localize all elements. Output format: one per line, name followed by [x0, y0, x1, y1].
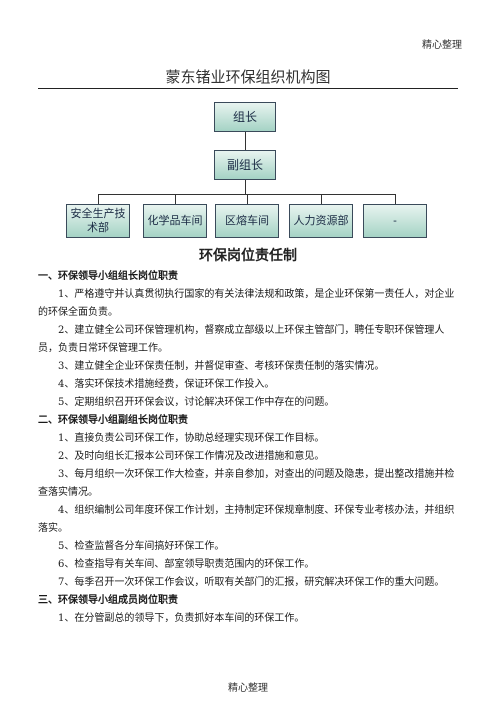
org-chart: 组长 副组长 安全生产技术部 化学品车间 区熔车间 人力资源部 - — [0, 0, 496, 260]
connector-leader-vice — [245, 132, 246, 150]
org-dept-label: 人力资源部 — [293, 214, 349, 228]
list-item: 4、落实环保技术措施经费，保证环保工作投入。 — [58, 379, 275, 390]
org-box-vice-leader: 副组长 — [214, 150, 276, 180]
connector-dept-4 — [321, 194, 322, 204]
connector-bus — [98, 194, 395, 195]
section-heading: 三、环保领导小组成员岗位职责 — [38, 595, 178, 606]
org-vice-leader-label: 副组长 — [226, 157, 263, 172]
list-item: 1、在分管副总的领导下，负责抓好本车间的环保工作。 — [58, 613, 305, 624]
section-heading: 一、环保领导小组组长岗位职责 — [38, 271, 178, 282]
footer-note: 精心整理 — [228, 683, 268, 694]
page-title: 蒙东锗业环保组织机构图 — [165, 68, 331, 86]
document-title: 环保岗位责任制 — [199, 248, 297, 264]
org-box-dept-hr: 人力资源部 — [289, 204, 353, 238]
title-divider — [38, 88, 458, 89]
connector-dept-5 — [395, 194, 396, 204]
list-item: 1、直接负责公司环保工作，协助总经理实现环保工作目标。 — [58, 433, 325, 444]
header-note: 精心整理 — [422, 40, 462, 51]
connector-dept-1 — [98, 194, 99, 204]
connector-vice-bus — [245, 180, 246, 194]
list-item: 7、每季召开一次环保工作会议，听取有关部门的汇报，研究解决环保工作的重大问题。 — [58, 577, 445, 588]
list-item: 5、检查监督各分车间搞好环保工作。 — [58, 541, 225, 552]
org-box-dept-chemical: 化学品车间 — [143, 204, 207, 238]
org-box-dept-blank: - — [363, 204, 427, 238]
document-body: 一、环保领导小组组长岗位职责 1、严格遵守并认真贯彻执行国家的有关法律法规和政策… — [38, 268, 462, 628]
list-item: 3、建立健全企业环保责任制，并督促审查、考核环保责任制的落实情况。 — [58, 361, 385, 372]
list-item: 5、定期组织召开环保会议，讨论解决环保工作中存在的问题。 — [58, 397, 335, 408]
org-dept-label: 安全生产技术部 — [70, 207, 126, 234]
org-dept-label: 化学品车间 — [147, 214, 203, 228]
list-item: 4、组织编制公司年度环保工作计划，主持制定环保规章制度、环保专业考核办法，并组织… — [38, 505, 455, 534]
org-box-dept-zone-melting: 区熔车间 — [215, 204, 279, 238]
org-box-leader: 组长 — [214, 102, 276, 132]
org-dept-label: 区熔车间 — [225, 214, 269, 228]
section-heading: 二、环保领导小组副组长岗位职责 — [38, 415, 188, 426]
org-dept-label: - — [393, 214, 397, 228]
list-item: 6、检查指导有关车间、部室领导职责范围内的环保工作。 — [58, 559, 315, 570]
org-leader-label: 组长 — [232, 109, 257, 124]
list-item: 2、建立健全公司环保管理机构，督察成立部级以上环保主管部门，聘任专职环保管理人员… — [38, 325, 445, 354]
list-item: 1、严格遵守并认真贯彻执行国家的有关法律法规和政策，是企业环保第一责任人，对企业… — [38, 289, 455, 318]
org-box-dept-safety: 安全生产技术部 — [66, 204, 130, 238]
connector-dept-3 — [247, 194, 248, 204]
list-item: 3、每月组织一次环保工作大检查，并亲自参加，对查出的问题及隐患，提出整改措施并检… — [38, 469, 455, 498]
list-item: 2、及时向组长汇报本公司环保工作情况及改进措施和意见。 — [58, 451, 325, 462]
connector-dept-2 — [175, 194, 176, 204]
